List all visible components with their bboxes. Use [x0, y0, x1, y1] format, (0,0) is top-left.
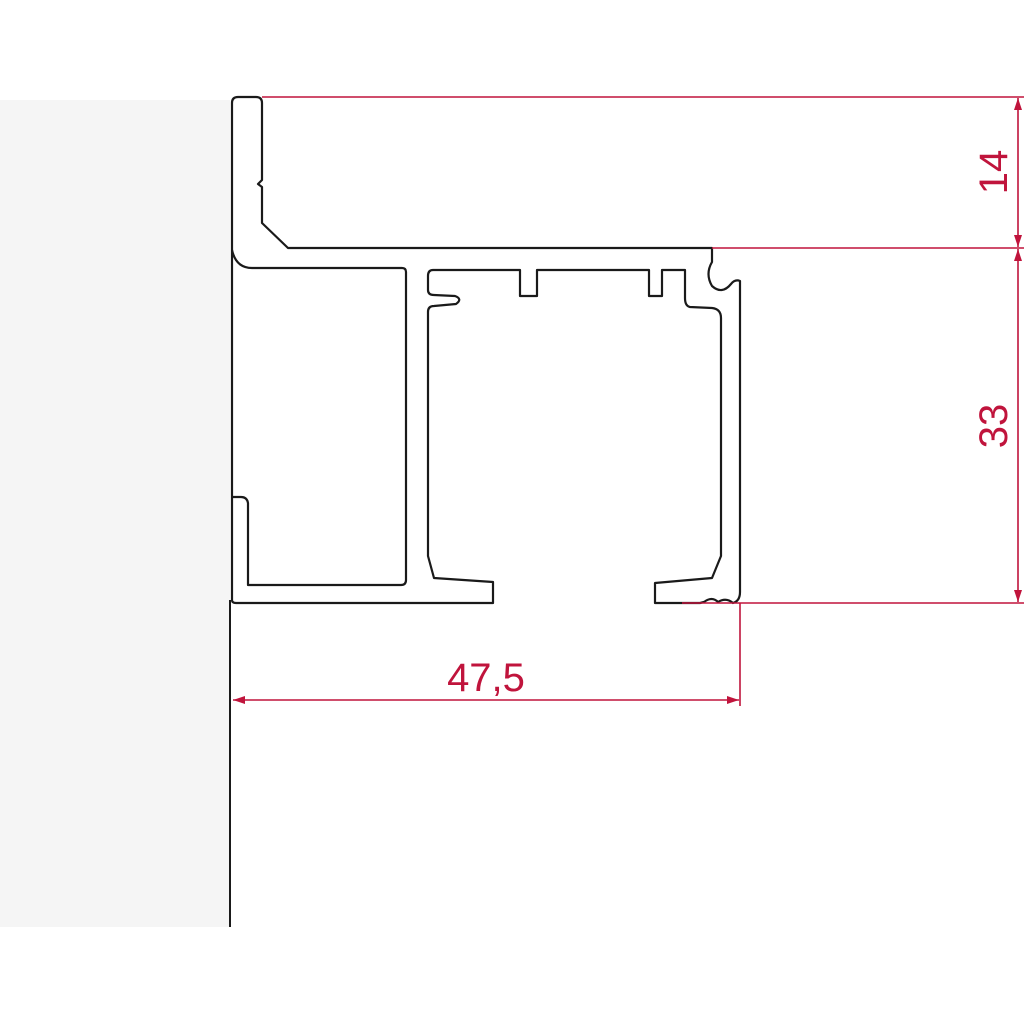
dimension-lines — [233, 96, 1024, 706]
profile-outline — [230, 95, 742, 605]
dimension-label-47-5: 47,5 — [447, 656, 525, 700]
rail-profile — [230, 95, 742, 605]
wall — [0, 100, 230, 927]
dimension-label-14: 14 — [972, 150, 1016, 195]
profile-left-chamber — [230, 249, 408, 587]
dimension-label-33: 33 — [972, 404, 1016, 449]
